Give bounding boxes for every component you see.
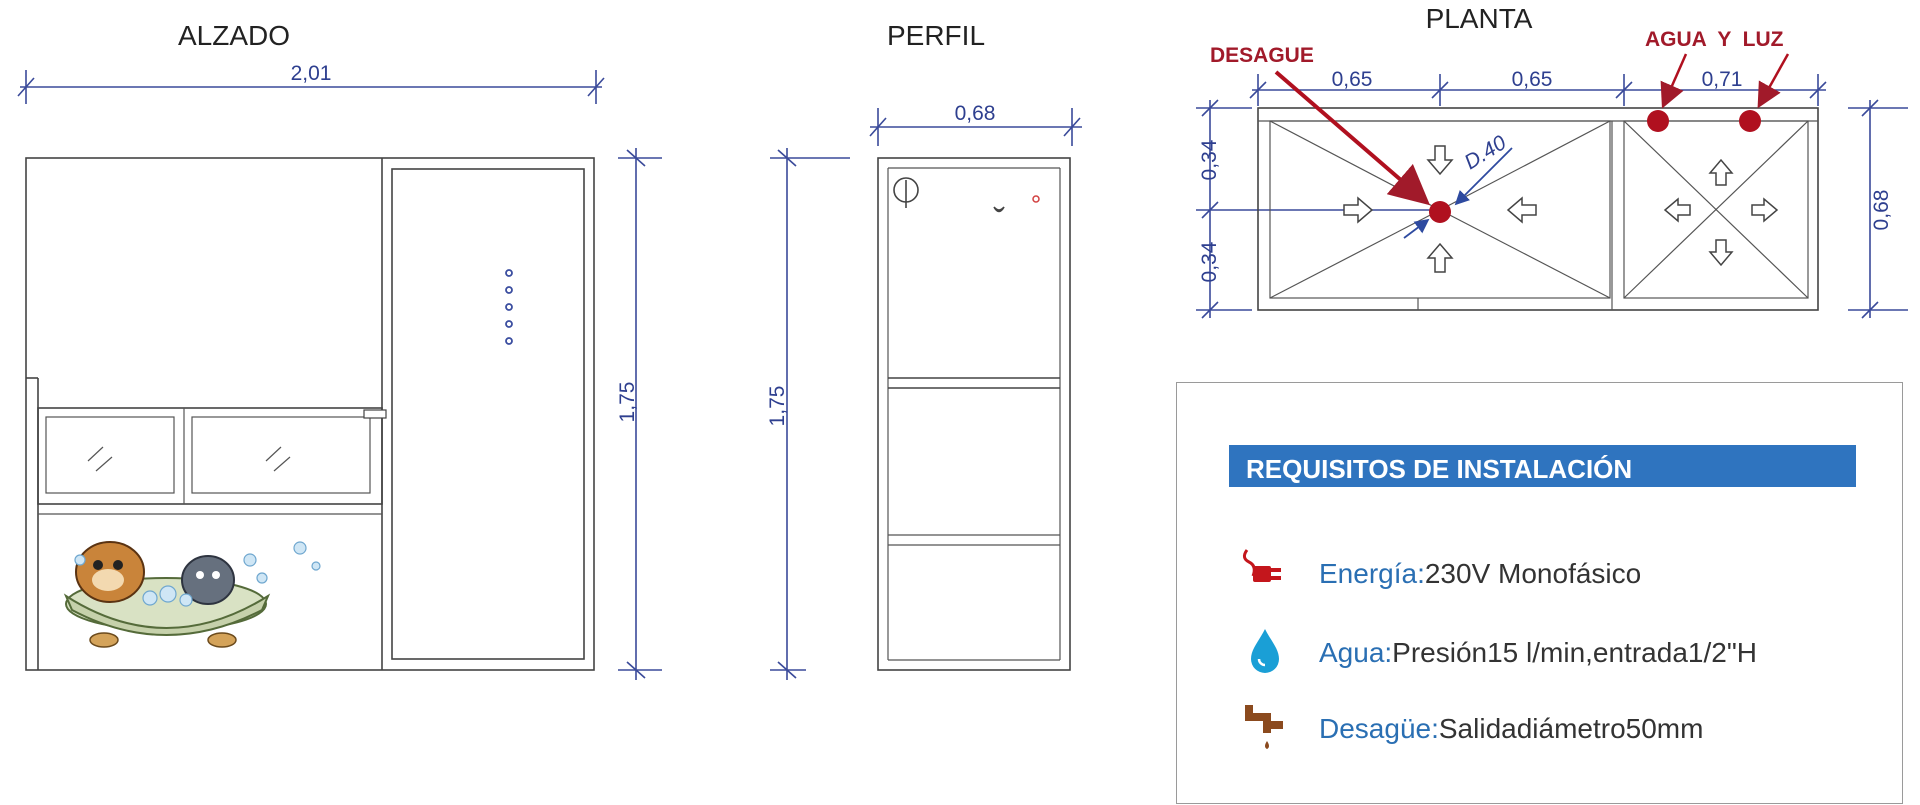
dog-and-cat-bath-image (63, 541, 321, 648)
desague-pointer-arrow (1274, 70, 1431, 206)
requirement-water-value: Presión15 l/min,entrada1/2"H (1392, 637, 1757, 668)
planta-right-dimension: 0,68 (1848, 99, 1908, 319)
alzado-width-label: 2,01 (291, 62, 332, 85)
requirement-energy: Energía:230V Monofásico (1177, 546, 1904, 596)
planta-view: PLANTA DESAGUE AGUA Y LUZ 0,65 0,65 0,71 (1196, 3, 1908, 319)
drain-point (1429, 201, 1451, 223)
perfil-title: PERFIL (887, 20, 985, 51)
alzado-door-buttons (505, 269, 513, 345)
planta-dim-b: 0,65 (1512, 68, 1553, 91)
perfil-view: PERFIL 0,68 1,75 (766, 20, 1082, 680)
requirement-water: Agua:Presión15 l/min,entrada1/2"H (1177, 625, 1904, 675)
requirement-drain-label: Desagüe: (1319, 713, 1439, 744)
requirements-panel: REQUISITOS DE INSTALACIÓN Energía:230V M… (1176, 382, 1903, 804)
alzado-height-dimension: 1,75 (616, 148, 662, 680)
perfil-height-dimension: 1,75 (766, 148, 850, 680)
planta-dim-a: 0,65 (1332, 68, 1373, 91)
alzado-outline (25, 157, 595, 671)
requirement-water-label: Agua: (1319, 637, 1393, 668)
perfil-depth-dimension: 0,68 (869, 102, 1082, 146)
alzado-tall-door (391, 168, 585, 660)
power-plug-icon (1242, 549, 1281, 582)
perfil-outline (877, 157, 1071, 671)
alzado-width-dimension: 2,01 (17, 62, 605, 104)
drain-diameter-arrow (1454, 147, 1513, 206)
alzado-glass-panel-right (191, 416, 371, 494)
perfil-small-fixture (993, 206, 1005, 213)
agua-luz-label: AGUA Y LUZ (1645, 28, 1784, 51)
planta-top-dimensions: 0,65 0,65 0,71 (1249, 68, 1827, 106)
agua-pointer-arrow (1660, 53, 1688, 109)
perfil-red-dot (1032, 195, 1040, 203)
planta-dim-c: 0,71 (1702, 68, 1743, 91)
planta-sink-right (1623, 120, 1809, 299)
perfil-depth-label: 0,68 (955, 102, 996, 125)
planta-title: PLANTA (1426, 3, 1533, 34)
planta-sink-left (1269, 120, 1611, 299)
planta-outline (1257, 107, 1819, 311)
requirement-drain: Desagüe:Salidadiámetro50mm (1177, 701, 1904, 751)
requirement-drain-value: Salidadiámetro50mm (1438, 713, 1704, 744)
alzado-glass-panel-left (45, 416, 175, 494)
planta-flow-arrows-right (1663, 158, 1779, 267)
requirements-title: REQUISITOS DE INSTALACIÓN (1229, 445, 1856, 487)
requirement-energy-value: 230V Monofásico (1424, 558, 1642, 589)
alzado-hinge (363, 409, 387, 419)
faucet-pipe-icon (1245, 705, 1283, 749)
planta-dim-left-bottom: 0,34 (1198, 241, 1221, 282)
planta-left-dimensions: 0,34 0,34 (1196, 99, 1430, 319)
perfil-tap-icon (893, 177, 919, 208)
luz-pointer-arrow (1757, 53, 1790, 109)
alzado-height-label: 1,75 (616, 382, 639, 423)
water-drop-icon (1251, 629, 1279, 673)
perfil-height-label: 1,75 (766, 386, 789, 427)
requirement-energy-label: Energía: (1319, 558, 1425, 589)
power-connection-point (1739, 110, 1761, 132)
drain-diameter-label: D.40 (1460, 131, 1510, 174)
alzado-view: ALZADO 2,01 (17, 20, 662, 680)
planta-dim-right: 0,68 (1870, 190, 1893, 231)
water-connection-point (1647, 110, 1669, 132)
planta-flow-arrows-left (1343, 145, 1537, 273)
desague-label: DESAGUE (1210, 44, 1314, 67)
alzado-title: ALZADO (178, 20, 290, 51)
planta-dim-left-top: 0,34 (1198, 139, 1221, 180)
